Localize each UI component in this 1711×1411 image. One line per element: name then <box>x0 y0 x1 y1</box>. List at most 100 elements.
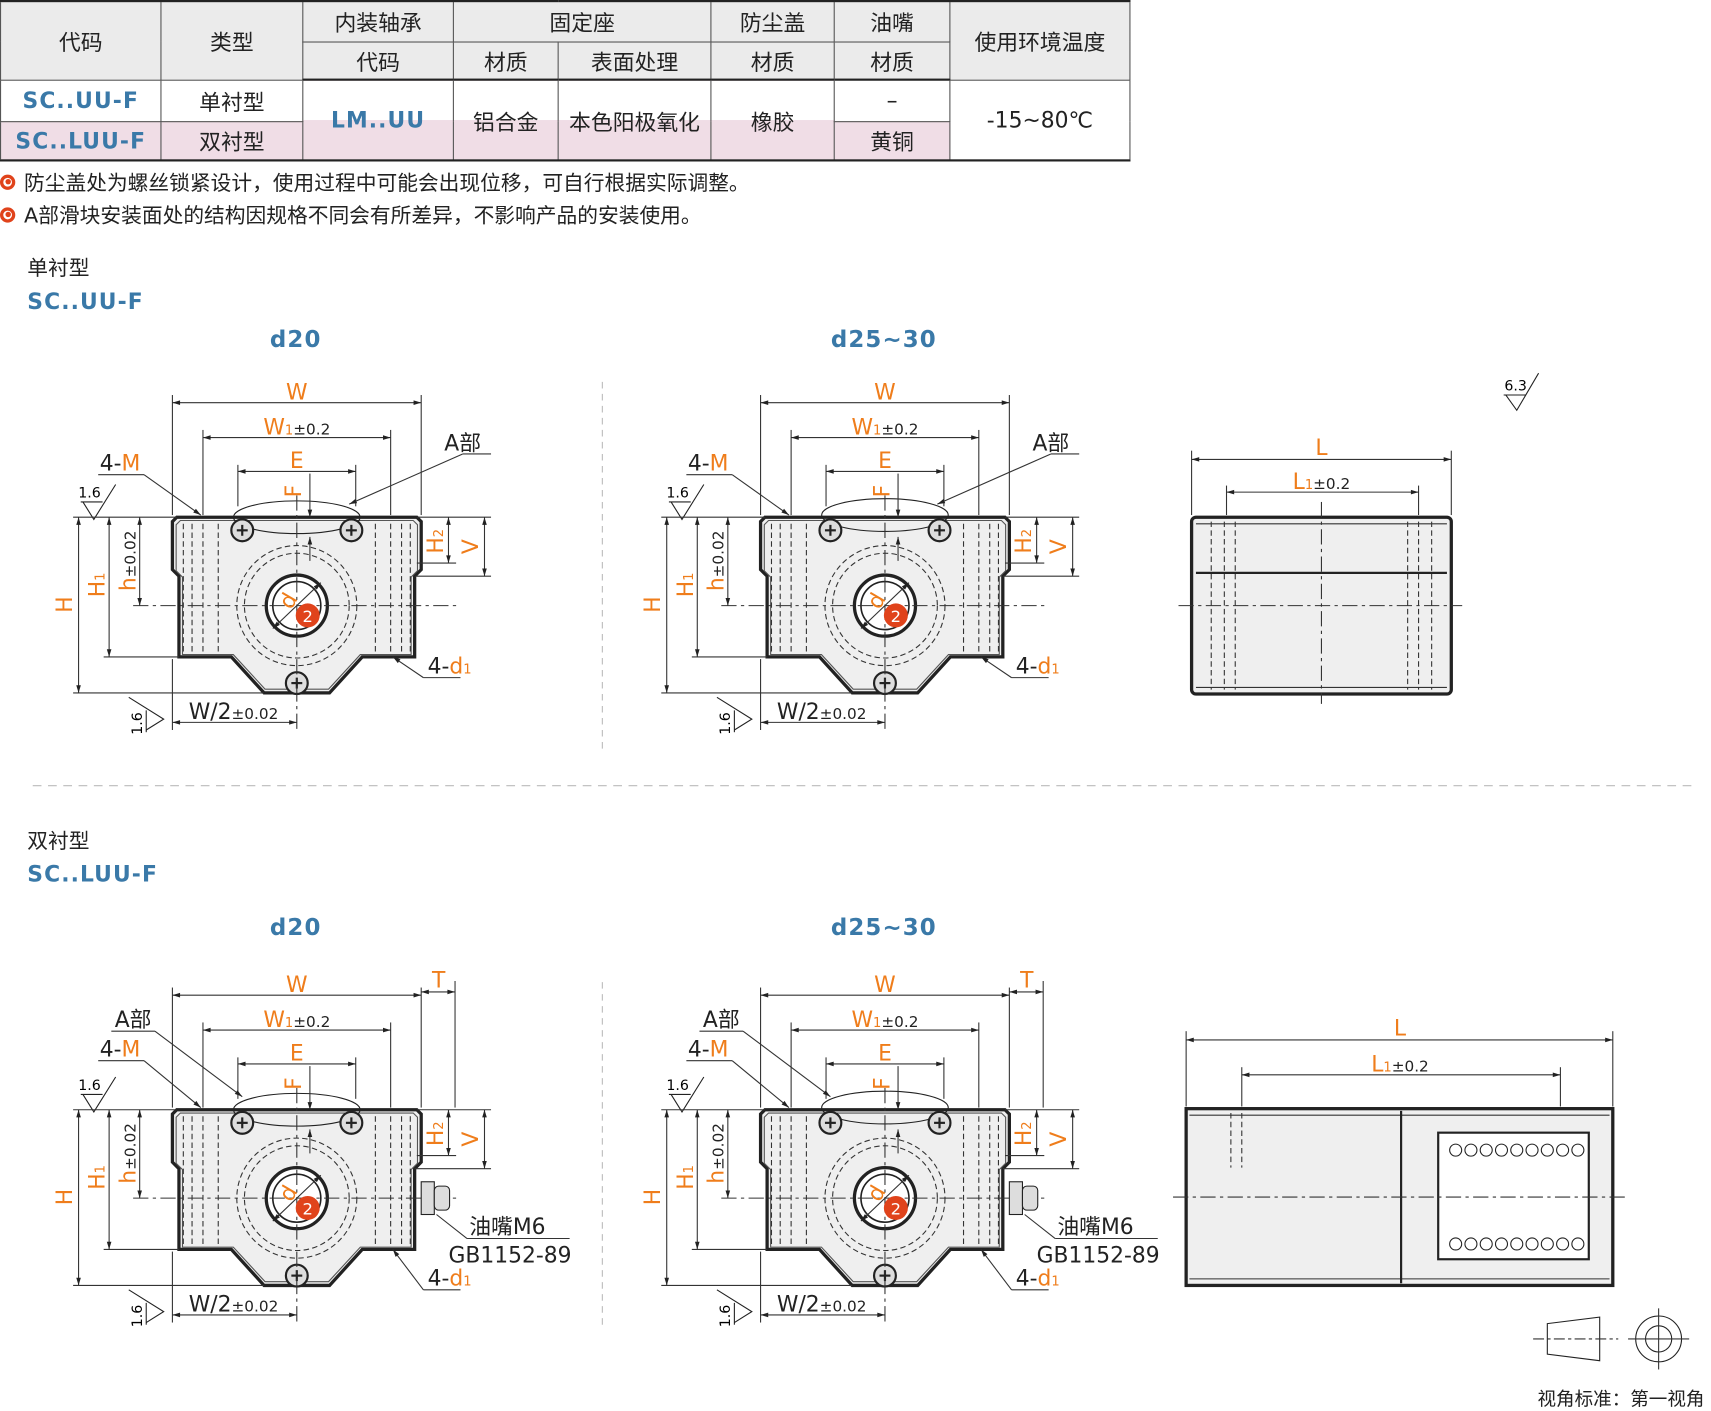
note-text: 防尘盖处为螺丝锁紧设计，使用过程中可能会出现位移，可自行根据实际调整。 <box>24 171 750 196</box>
view-title: d25~30 <box>830 326 937 353</box>
label-h2-part: 2 <box>432 1121 447 1129</box>
label-a-part-part: A部 <box>703 1008 740 1033</box>
header-seat: 固定座 <box>452 0 712 43</box>
label-4-m-part: 4- <box>100 1037 122 1062</box>
ball-icon <box>1556 1237 1570 1251</box>
label-4-m-part: 4- <box>688 1037 710 1062</box>
label-h-part: H <box>53 1189 78 1205</box>
projection-cone-icon <box>1546 1316 1601 1362</box>
leader-line <box>980 1249 1012 1291</box>
roughness-1-6: 1.6 <box>666 1076 705 1113</box>
roughness-1-6: 1.6 <box>78 1076 117 1113</box>
label-4-d1-part: 1 <box>1051 662 1059 677</box>
header-cover-material: 材质 <box>710 40 835 81</box>
marker-label: 2 <box>891 1200 901 1219</box>
label-w1-part: W <box>851 415 873 440</box>
label-h2-part: H <box>424 1130 449 1146</box>
label-4-d1-part: 4- <box>428 1266 450 1291</box>
label-4-d1: 4-d1 <box>428 654 472 679</box>
label-h2: H2 <box>1012 529 1037 554</box>
seat-surface: 本色阳极氧化 <box>557 79 712 161</box>
label-h-small-part: h <box>116 1170 141 1184</box>
label-l1-part: ±0.2 <box>1392 1058 1429 1076</box>
roughness-value: 6.3 <box>1504 379 1527 395</box>
ball-icon <box>1464 1237 1478 1251</box>
label-h-small: h±0.02 <box>116 531 141 592</box>
roughness-symbol-icon <box>1505 372 1540 412</box>
label-h1: H1 <box>674 573 699 598</box>
label-w-half-part: W/2 <box>189 700 232 725</box>
label-h-small-part: ±0.02 <box>709 1123 727 1170</box>
label-nipple-spec-part: 油嘴M6 <box>1057 1215 1133 1240</box>
label-w1: W1±0.2 <box>263 415 330 440</box>
label-h-small: h±0.02 <box>116 1123 141 1184</box>
roughness-1-6: 1.6 <box>666 484 705 521</box>
housing-inner-outline <box>763 519 1007 690</box>
label-h: H <box>53 1189 78 1205</box>
label-h2-part: 2 <box>1020 1121 1035 1129</box>
label-v: V <box>459 539 484 554</box>
leader-line <box>436 1214 468 1239</box>
label-l1-part: L <box>1293 470 1306 495</box>
label-w1-part: ±0.2 <box>881 1013 918 1031</box>
leader-line <box>731 474 790 516</box>
leader-line <box>731 1060 790 1108</box>
label-w1: W1±0.2 <box>851 1008 918 1033</box>
leader-line <box>980 656 1012 679</box>
label-l1: L1±0.2 <box>1371 1053 1429 1078</box>
label-h-small: h±0.02 <box>704 531 729 592</box>
marker-label: 2 <box>303 1200 313 1219</box>
label-v: V <box>1047 539 1072 554</box>
label-w-half-part: W/2 <box>777 1293 820 1318</box>
grease-nipple-icon <box>1008 1181 1023 1216</box>
label-w-part: W <box>286 973 308 998</box>
label-t-part: T <box>431 969 446 994</box>
label-nipple-standard: GB1152-89 <box>1037 1244 1160 1269</box>
header-nipple-material: 材质 <box>833 40 951 81</box>
label-l: L <box>1394 1017 1407 1042</box>
label-w: W <box>874 380 896 405</box>
label-4-d1: 4-d1 <box>1016 1266 1060 1291</box>
label-f: F <box>870 1077 895 1090</box>
label-4-d1-part: 4- <box>1016 1266 1038 1291</box>
label-w1-part: 1 <box>285 1016 293 1031</box>
ball-icon <box>1449 1143 1463 1157</box>
label-w1-part: ±0.2 <box>881 420 918 438</box>
label-h1: H1 <box>86 573 111 598</box>
label-4-d1-part: d <box>449 1266 463 1291</box>
label-w1-part: W <box>263 415 285 440</box>
projection-label: 视角标准：第一视角 <box>1537 1389 1705 1411</box>
leader-line <box>143 1060 202 1108</box>
dimension-d <box>272 1174 322 1222</box>
table-row: SC..UU-F 单衬型 LM..UU 铝合金 本色阳极氧化 橡胶 – -15~… <box>0 79 1131 161</box>
label-w-half: W/2±0.02 <box>189 1293 279 1318</box>
label-w1-part: W <box>263 1008 285 1033</box>
label-h1-part: H <box>86 1173 111 1189</box>
label-h2-part: H <box>424 537 449 553</box>
label-h-small-part: ±0.02 <box>709 531 727 578</box>
leader-line <box>143 474 202 516</box>
label-h: H <box>53 596 78 612</box>
label-v-part: V <box>459 539 484 554</box>
label-h: H <box>641 596 666 612</box>
label-4-d1-part: d <box>1038 654 1052 679</box>
ball-icon <box>1540 1237 1554 1251</box>
label-w-half-part: ±0.02 <box>820 705 867 723</box>
label-h1-part: 1 <box>682 573 697 581</box>
cover-material: 橡胶 <box>710 79 835 161</box>
leader-line <box>154 1030 243 1098</box>
spec-table: 代码 类型 内装轴承 固定座 防尘盖 油嘴 使用环境温度 代码 材质 表面处理 … <box>0 0 1131 162</box>
label-w: W <box>286 973 308 998</box>
roughness-value: 1.6 <box>666 486 689 502</box>
label-v: V <box>459 1132 484 1147</box>
label-w1: W1±0.2 <box>851 415 918 440</box>
label-f-part: F <box>870 485 895 498</box>
row-nipple: 黄铜 <box>833 120 951 161</box>
label-v: V <box>1047 1132 1072 1147</box>
label-4-m-part: M <box>710 451 729 476</box>
label-h1-part: H <box>674 581 699 597</box>
leader-line <box>1024 1214 1056 1239</box>
marker-label-part: 2 <box>891 607 901 626</box>
label-h-part: H <box>53 596 78 612</box>
seat-material: 铝合金 <box>452 79 559 161</box>
